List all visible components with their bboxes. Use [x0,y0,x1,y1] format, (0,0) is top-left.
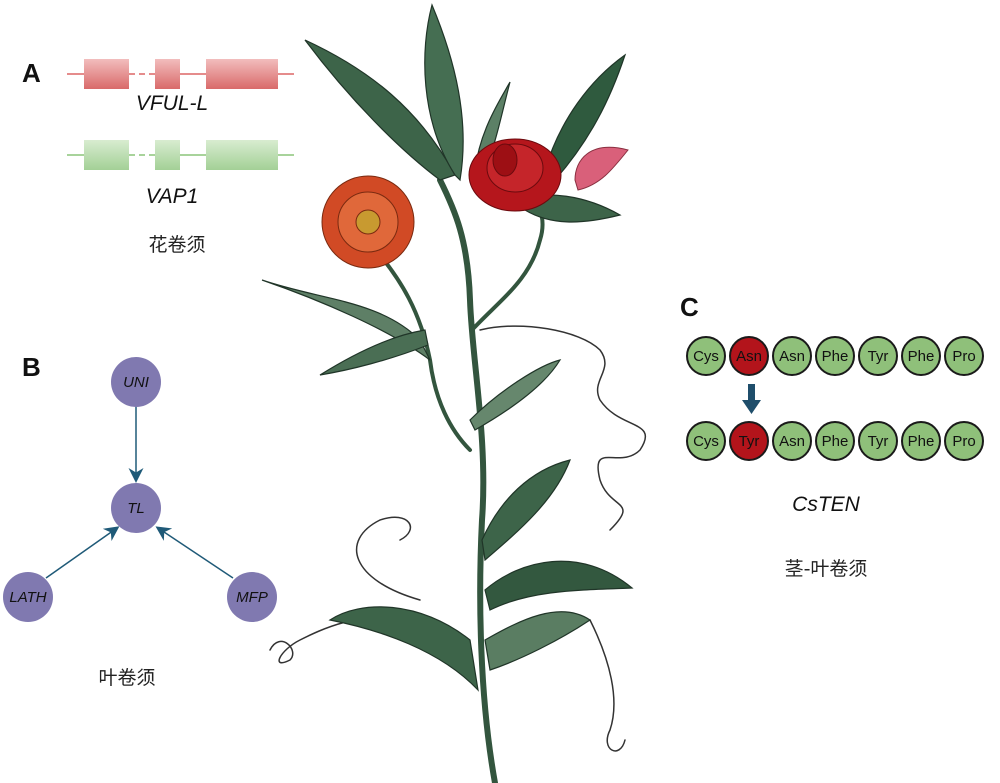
intron-line [180,73,206,75]
residue: Phe [901,336,941,376]
mutation-arrow-icon [742,384,761,414]
node-uni: UNI [111,357,161,407]
panel-c-letter: C [680,292,699,322]
leaf [481,459,571,562]
gene-label-vful-l: VFUL-L [135,92,209,115]
residue: Cys [686,336,726,376]
caption-flower-tendril: 花卷须 [148,234,206,256]
residue: Asn [772,336,812,376]
leaf [469,359,562,431]
tendril-upper [479,325,647,531]
residue: Phe [815,336,855,376]
caption-leaf-tendril: 叶卷须 [98,667,156,689]
interaction-edges [45,405,234,579]
panel-b-letter: B [22,352,41,382]
intron-dashed [129,73,155,75]
leaf [261,279,431,361]
residue: Tyr [858,336,898,376]
leaf [484,611,592,671]
leaf [319,329,429,376]
exon-1 [84,140,129,170]
intron-line [278,154,294,156]
red-flower [468,138,562,212]
sequence-wildtype: Cys Asn Asn Phe Tyr Phe Pro [686,336,984,376]
node-tl: TL [111,483,161,533]
intron-line [180,154,206,156]
exon-3 [206,59,278,89]
node-lath: LATH [3,572,53,622]
residue: Phe [901,421,941,461]
sequence-mutant: Cys Tyr Asn Phe Tyr Phe Pro [686,421,984,461]
intron-line [278,73,294,75]
pompom-flower [321,175,415,269]
panel-a-letter: A [22,58,41,88]
residue: Phe [815,421,855,461]
leaf [544,53,627,181]
residue: Asn [772,421,812,461]
exon-2 [155,59,180,89]
exon-3 [206,140,278,170]
residue: Tyr [858,421,898,461]
gene-label-vap1: VAP1 [145,185,199,208]
exon-1 [84,59,129,89]
edge-lath-tl [45,526,120,579]
residue: Cys [686,421,726,461]
residue: Pro [944,421,984,461]
residue: Pro [944,336,984,376]
leaf [328,606,479,692]
pink-bud [574,146,629,191]
exon-2 [155,140,180,170]
tendril-bottom [589,619,626,752]
residue-mutated: Tyr [729,421,769,461]
caption-stem-leaf-tendril: 茎-叶卷须 [784,558,868,580]
edge-mfp-tl [155,526,234,579]
leaf [484,560,634,611]
node-mfp: MFP [227,572,277,622]
gene-label-csten: CsTEN [792,493,860,516]
residue-mutated: Asn [729,336,769,376]
leaf [304,39,456,181]
intron-dashed [129,154,155,156]
main-stem [437,177,498,783]
leaf [424,3,464,182]
tendril-left-upper [355,516,421,601]
